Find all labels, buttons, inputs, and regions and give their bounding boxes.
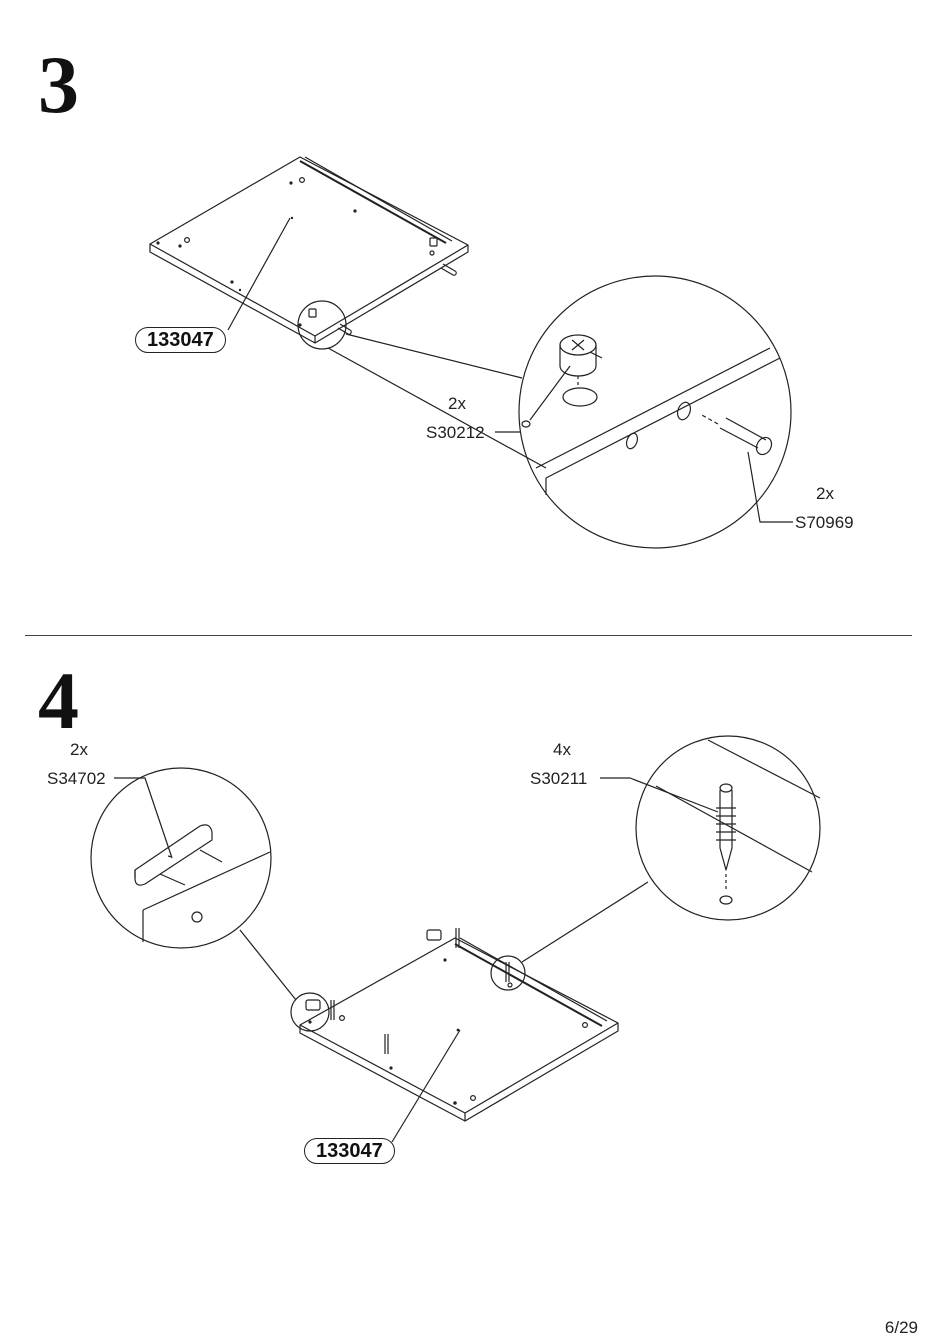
- callout-code: S70969: [795, 513, 854, 532]
- callout-qty: 2x: [448, 394, 466, 413]
- callout-code: S30212: [426, 423, 485, 442]
- page-number: 6/29: [884, 1318, 918, 1337]
- step-number-4: 4: [38, 655, 79, 746]
- callout-qty: 2x: [70, 740, 88, 759]
- step4-panel-illustration: [91, 736, 820, 1142]
- step-number-3: 3: [38, 39, 79, 130]
- section-divider: [25, 635, 912, 636]
- callout-qty: 2x: [816, 484, 834, 503]
- part-id-label: 133047: [135, 327, 226, 353]
- callout-qty: 4x: [553, 740, 571, 759]
- step3-panel-illustration: [150, 157, 793, 548]
- callout-code: S30211: [530, 769, 588, 788]
- callout-code: S34702: [47, 769, 106, 788]
- part-id-label: 133047: [304, 1138, 395, 1164]
